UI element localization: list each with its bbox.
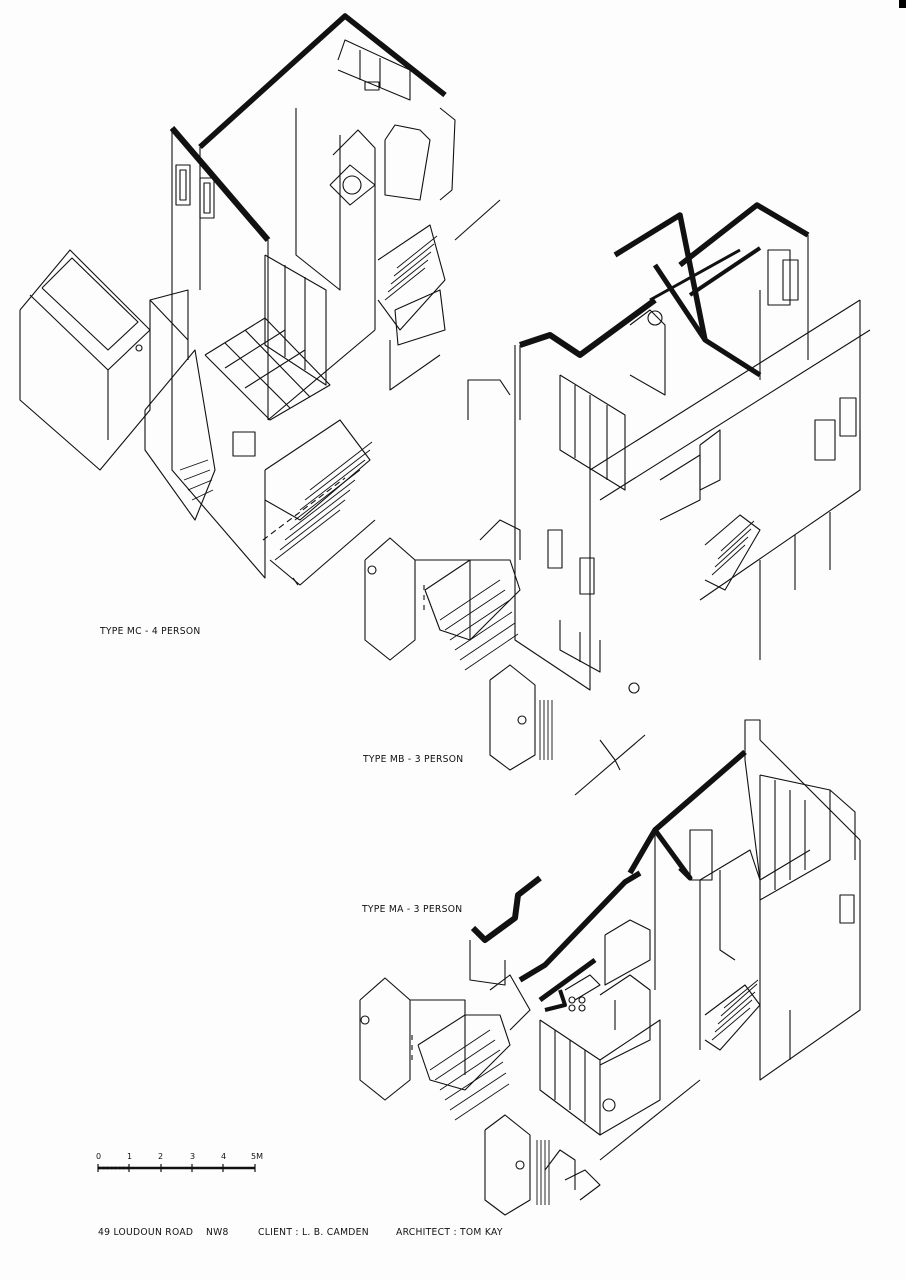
scale-bar-line [97,1164,256,1172]
project-address: 49 LOUDOUN ROAD [98,1227,194,1238]
project-postcode: NW8 [206,1227,229,1238]
scale-tick-2: 2 [158,1152,164,1161]
drawing-type-mb [364,202,871,796]
client-credit: CLIENT : L. B. CAMDEN [258,1227,369,1238]
scale-tick-1: 1 [127,1152,133,1161]
title-block: 49 LOUDOUN ROAD NW8 CLIENT : L. B. CAMDE… [98,1227,558,1241]
drawing-type-ma [359,719,861,1216]
caption-type-mc: TYPE MC - 4 PERSON [100,626,201,637]
drawing-type-mc [19,13,501,586]
scale-bar: 0 1 2 3 4 5M [96,1152,276,1178]
caption-type-mb: TYPE MB - 3 PERSON [363,754,464,765]
scale-tick-4: 4 [221,1152,227,1161]
scale-tick-3: 3 [190,1152,196,1161]
scale-tick-0: 0 [96,1152,102,1161]
caption-type-ma: TYPE MA - 3 PERSON [362,904,463,915]
registration-mark [899,0,906,8]
scale-tick-5: 5M [251,1152,263,1161]
architect-credit: ARCHITECT : TOM KAY [396,1227,503,1238]
